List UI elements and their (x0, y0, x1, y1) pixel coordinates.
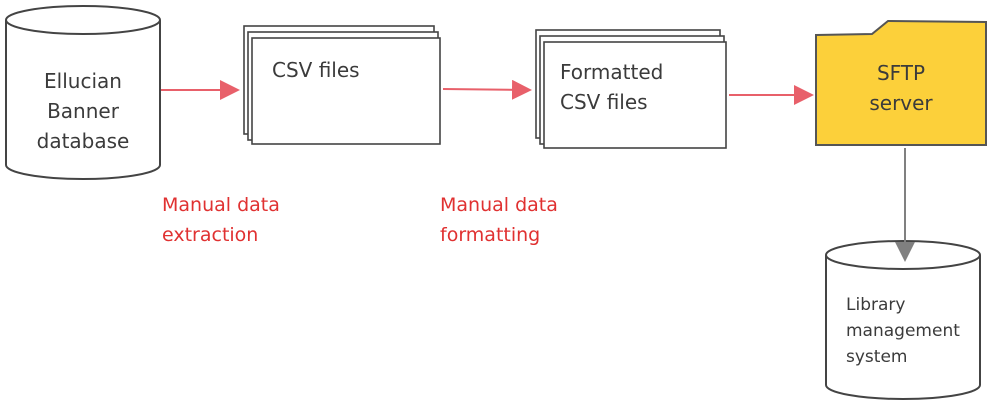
lms-label-line: management (846, 321, 960, 341)
formatted-csv-files-stack (535, 29, 727, 149)
extraction-label-line: extraction (162, 224, 259, 246)
sftp-label-line: SFTP (876, 61, 926, 85)
extraction-label: Manual data extraction (162, 190, 280, 250)
sftp-label-line: server (869, 91, 933, 115)
formatting-label: Manual data formatting (440, 190, 558, 250)
formatting-label-line: formatting (440, 224, 541, 246)
lms-label: Library management system (846, 292, 960, 370)
arrow-csv-to-formatted (442, 79, 532, 100)
formatted-csv-label: Formatted CSV files (560, 57, 663, 117)
lms-label-line: system (846, 347, 908, 367)
sftp-folder (815, 19, 987, 146)
formatted-csv-label-line: CSV files (560, 90, 648, 114)
extraction-label-line: Manual data (162, 194, 280, 216)
formatted-csv-label-line: Formatted (560, 60, 664, 84)
csv-files-label: CSV files (272, 58, 360, 82)
database-label-line: Ellucian (44, 69, 122, 93)
lms-label-line: Library (846, 295, 906, 315)
database-label: Ellucian Banner database (6, 66, 160, 156)
database-label-line: Banner (47, 99, 119, 123)
formatting-label-line: Manual data (440, 194, 558, 216)
sftp-label: SFTP server (816, 58, 986, 118)
database-label-line: database (36, 129, 130, 153)
csv-files-stack (243, 25, 441, 145)
database-cylinder (5, 5, 161, 180)
